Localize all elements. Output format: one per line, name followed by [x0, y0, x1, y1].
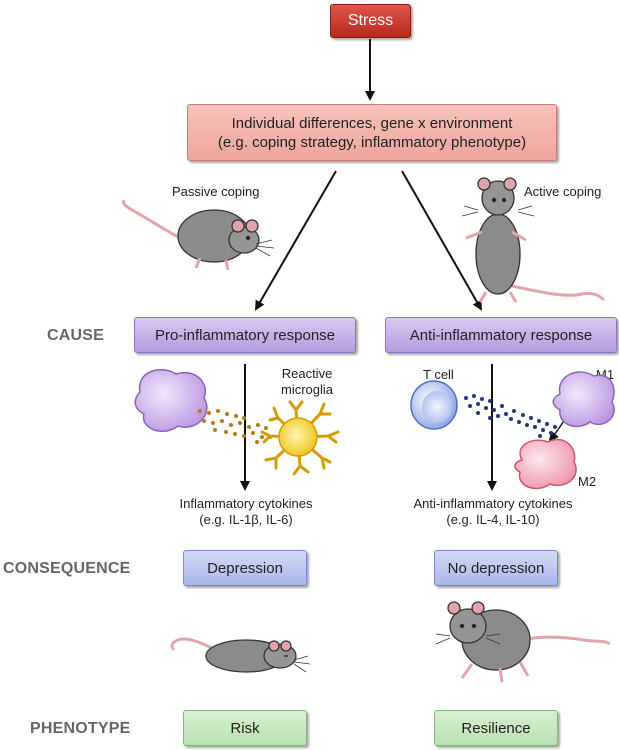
phenotype-label: PHENOTYPE — [30, 720, 131, 737]
reactive-microglia-cell — [260, 400, 340, 476]
individual-line2: (e.g. coping strategy, inflammatory phen… — [217, 133, 527, 151]
risk-box: Risk — [183, 710, 307, 746]
pro-inflammatory-label: Pro-inflammatory response — [154, 326, 336, 344]
arrow-individual-to-anti — [401, 170, 482, 311]
anti-cytokine-dots — [464, 394, 557, 438]
depression-label: Depression — [207, 559, 283, 577]
consequence-label: CONSEQUENCE — [3, 560, 131, 577]
inflammatory-cytokines-label: Inflammatory cytokines (e.g. IL-1β, IL-6… — [166, 496, 326, 528]
depression-box: Depression — [183, 550, 307, 586]
t-cell-nucleus — [422, 391, 452, 423]
inflammatory-cytokines-line2: (e.g. IL-1β, IL-6) — [199, 512, 293, 527]
arrow-individual-to-pro — [254, 170, 337, 311]
resilient-rat — [435, 601, 611, 683]
reactive-line2: microglia — [281, 382, 334, 397]
resilience-box: Resilience — [434, 710, 558, 746]
m1-cell-right — [552, 371, 615, 428]
no-depression-label: No depression — [447, 559, 545, 577]
stress-label: Stress — [347, 12, 394, 29]
no-depression-box: No depression — [434, 550, 558, 586]
active-coping-label: Active coping — [524, 184, 602, 199]
individual-differences-box: Individual differences, gene x environme… — [187, 104, 557, 161]
individual-line1: Individual differences, gene x environme… — [231, 114, 513, 132]
m2-cell — [514, 438, 577, 490]
inflammatory-cytokines-line1: Inflammatory cytokines — [179, 496, 313, 511]
anti-inflammatory-box: Anti-inflammatory response — [385, 317, 617, 353]
anti-inflammatory-cytokines-line2: (e.g. IL-4, IL-10) — [446, 512, 540, 527]
m1-cell-left — [134, 369, 208, 432]
reactive-microglia-label: Reactive microglia — [281, 366, 333, 398]
anti-inflammatory-cytokines-line1: Anti-inflammatory cytokines — [413, 496, 573, 511]
reactive-line1: Reactive — [281, 366, 333, 381]
m2-label: M2 — [578, 474, 597, 489]
passive-coping-rat — [122, 199, 275, 271]
reactive-microglia-body — [278, 417, 318, 457]
passive-coping-label: Passive coping — [172, 184, 260, 199]
pro-cytokine-dots — [198, 409, 272, 444]
pro-inflammatory-box: Pro-inflammatory response — [134, 317, 356, 353]
t-cell-label: T cell — [423, 367, 454, 382]
resilience-label: Resilience — [461, 719, 531, 737]
stress-box: Stress — [330, 4, 411, 38]
anti-inflammatory-label: Anti-inflammatory response — [409, 326, 593, 344]
active-coping-rat — [461, 177, 606, 303]
anti-inflammatory-cytokines-label: Anti-inflammatory cytokines (e.g. IL-4, … — [403, 496, 583, 528]
risk-label: Risk — [230, 719, 260, 737]
cause-label: CAUSE — [47, 327, 105, 344]
depressed-rat — [170, 637, 311, 673]
